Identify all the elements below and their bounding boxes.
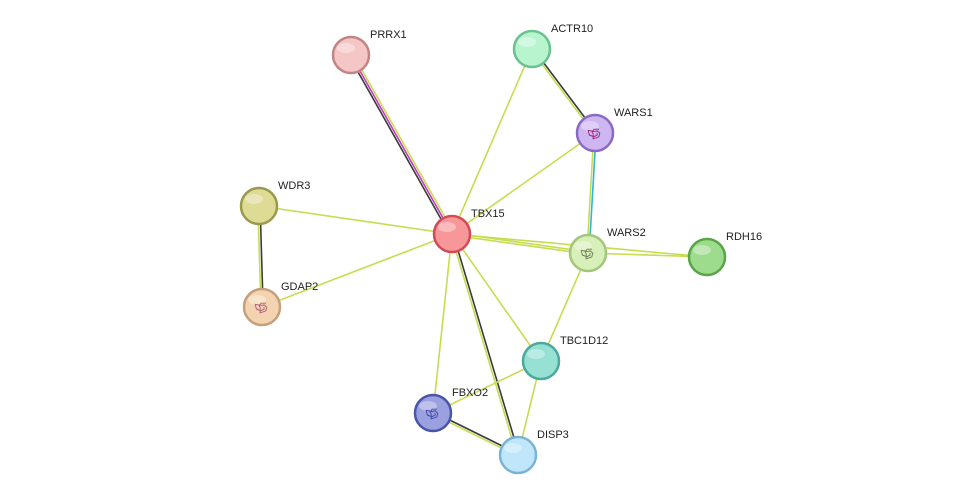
node-circle [331,35,371,75]
node-highlight [574,241,592,251]
node-highlight [337,43,355,53]
protein-structure-icon [587,128,601,140]
node-label: WARS2 [607,227,646,239]
node-tbc1d12[interactable]: TBC1D12 [521,335,608,381]
edges-layer [257,47,708,457]
node-label: GDAP2 [281,281,318,293]
edge-wars2-rdh16[interactable] [587,252,708,258]
node-highlight [527,349,545,359]
edge-strand [451,234,589,255]
node-circle [687,237,727,277]
node-prrx1[interactable]: PRRX1 [331,29,407,75]
node-tbx15[interactable]: TBX15 [432,208,505,254]
node-fbxo2[interactable]: FBXO2 [413,387,488,433]
node-highlight [419,401,437,411]
edge-strand [258,205,453,235]
node-circle [239,186,279,226]
node-label: DISP3 [537,429,569,441]
node-label: TBX15 [471,208,505,220]
edge-tbx15-gdap2[interactable] [261,233,453,308]
edge-strand [261,233,453,308]
edge-strand [586,132,595,254]
edge-wars2-tbc1d12[interactable] [540,252,589,362]
edge-strand [451,233,542,362]
edge-tbx15-fbxo2[interactable] [432,233,453,414]
edge-strand [352,53,455,234]
edge-tbx15-wdr3[interactable] [258,205,453,235]
node-wdr3[interactable]: WDR3 [239,180,310,226]
node-highlight [438,222,456,232]
node-circle [432,214,472,254]
protein-structure-icon [254,302,268,314]
edge-strand [432,360,542,414]
edge-strand [588,132,597,254]
edge-tbc1d12-fbxo2[interactable] [432,360,542,414]
node-circle [498,435,538,475]
node-circle [242,287,282,327]
node-wars2[interactable]: WARS2 [568,227,646,273]
edge-tbx15-actr10[interactable] [451,48,533,235]
node-highlight [581,121,599,131]
edge-strand [451,132,596,235]
node-circle [413,393,453,433]
node-circle [512,29,552,69]
node-label: FBXO2 [452,387,488,399]
node-highlight [245,194,263,204]
edge-tbx15-tbc1d12[interactable] [451,233,542,362]
node-label: WDR3 [278,180,310,192]
node-circle [575,113,615,153]
node-highlight [518,37,536,47]
node-label: ACTR10 [551,23,593,35]
protein-structure-icon [425,408,439,420]
edge-strand [350,54,453,235]
edge-strand [540,252,589,362]
node-gdap2[interactable]: GDAP2 [242,281,318,327]
edge-tbx15-prrx1[interactable] [348,53,455,236]
node-label: PRRX1 [370,29,407,41]
edge-strand [432,233,453,414]
edge-strand [452,232,520,456]
node-highlight [693,245,711,255]
node-actr10[interactable]: ACTR10 [512,23,593,69]
edge-strand [587,252,708,258]
node-label: WARS1 [614,107,653,119]
node-circle [521,341,561,381]
node-disp3[interactable]: DISP3 [498,429,569,475]
node-wars1[interactable]: WARS1 [575,107,653,153]
edge-tbx15-wars1[interactable] [451,132,596,235]
node-highlight [248,295,266,305]
edge-strand [450,233,518,457]
protein-structure-icon [580,248,594,260]
node-rdh16[interactable]: RDH16 [687,231,762,277]
node-highlight [504,443,522,453]
edge-strand [451,48,533,235]
edge-wars1-wars2[interactable] [586,132,597,254]
node-label: RDH16 [726,231,762,243]
edge-tbx15-disp3[interactable] [450,232,520,457]
node-label: TBC1D12 [560,335,608,347]
edge-strand [348,55,451,236]
node-circle [568,233,608,273]
